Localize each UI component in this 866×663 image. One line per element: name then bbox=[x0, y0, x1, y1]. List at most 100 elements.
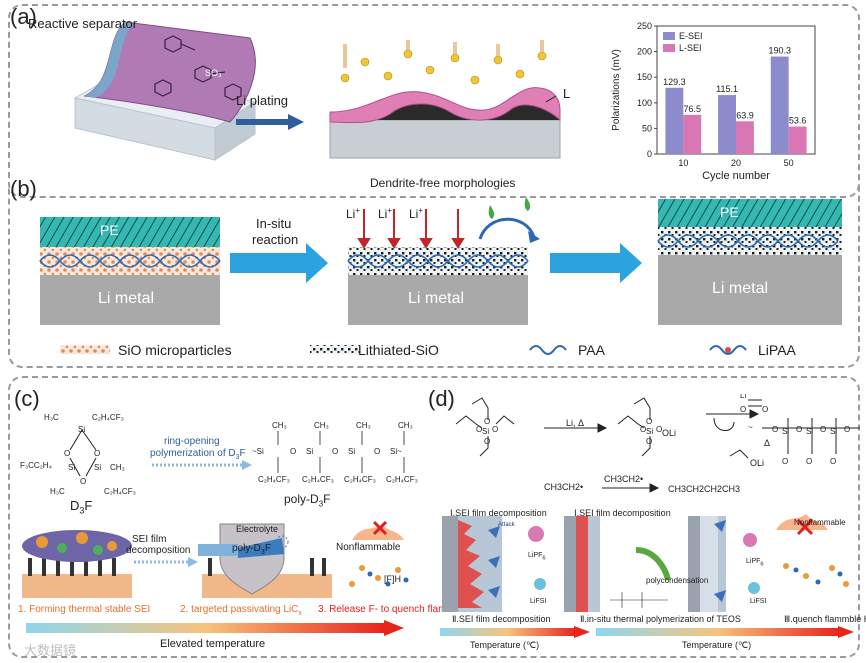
li-metal-label-middle: Li metal bbox=[408, 290, 465, 307]
svg-text:Si: Si bbox=[782, 427, 789, 436]
reaction-label: reaction bbox=[252, 232, 299, 247]
ring-opening-label-1: ring-opening bbox=[164, 436, 220, 447]
y-tick-label: 50 bbox=[642, 123, 652, 133]
attack-label: Attack bbox=[498, 522, 515, 528]
separator-illustration: SO₃ bbox=[73, 21, 257, 161]
svg-text:O: O bbox=[782, 457, 788, 466]
legend-swatch bbox=[663, 32, 675, 40]
lifsi-label-2: LiFSI bbox=[750, 598, 767, 605]
pe-label-left: PE bbox=[100, 222, 119, 238]
radical-h-label: [F]H bbox=[384, 574, 401, 584]
lithiated-layer-middle bbox=[348, 247, 528, 275]
svg-text:Si: Si bbox=[78, 425, 85, 434]
bar bbox=[788, 126, 807, 154]
panel-d-illustration bbox=[442, 514, 849, 612]
bar-value-label: 115.1 bbox=[716, 84, 738, 94]
ring-opening-arrow bbox=[152, 460, 252, 470]
li-metal-middle bbox=[348, 275, 528, 325]
svg-text:O: O bbox=[796, 425, 802, 434]
li-metal-label-left: Li metal bbox=[98, 290, 155, 307]
li-plating-arrow bbox=[236, 114, 304, 130]
step-1-label: 1. Forming thermal stable SEI bbox=[18, 604, 151, 615]
sio-layer-left bbox=[40, 247, 220, 275]
butane-label: CH3CH2CH2CH3 bbox=[668, 484, 741, 494]
panel-b-schematic bbox=[39, 197, 842, 325]
legend-paa: PAA bbox=[578, 342, 605, 358]
elevated-temperature-label: Elevated temperature bbox=[160, 638, 266, 650]
y-tick-label: 200 bbox=[637, 47, 652, 57]
panel-a-label: (a) bbox=[10, 4, 37, 29]
y-tick-label: 150 bbox=[637, 72, 652, 82]
temperature-label-1: Temperature (℃) bbox=[470, 640, 540, 650]
ethyl-radical-left: CH3CH2• bbox=[544, 482, 584, 492]
bar bbox=[736, 121, 754, 154]
svg-text:CH₃: CH₃ bbox=[110, 463, 125, 472]
svg-text:O: O bbox=[484, 437, 490, 446]
svg-text:Si: Si bbox=[68, 463, 75, 472]
svg-text:O: O bbox=[290, 447, 296, 456]
ring-opening-label-2: polymerization of D3F bbox=[150, 448, 246, 461]
bar-value-label: 53.6 bbox=[789, 116, 807, 126]
polycondensation-label: polycondensation bbox=[646, 576, 709, 585]
svg-text:O: O bbox=[332, 447, 338, 456]
panel-d-label: (d) bbox=[428, 386, 455, 411]
poly-d3f-shield-label: poly-D3F bbox=[232, 543, 271, 556]
so3-label: SO₃ bbox=[205, 68, 222, 78]
svg-text:O: O bbox=[740, 405, 746, 414]
lipf6-label-2: LiPF6 bbox=[746, 558, 764, 568]
svg-text:~: ~ bbox=[748, 423, 753, 432]
svg-text:C₂H₄CF₃: C₂H₄CF₃ bbox=[258, 475, 290, 484]
svg-text:O: O bbox=[64, 449, 70, 458]
svg-text:O: O bbox=[656, 425, 662, 434]
svg-text:O: O bbox=[830, 457, 836, 466]
svg-text:Si: Si bbox=[306, 447, 313, 456]
svg-text:O: O bbox=[646, 437, 652, 446]
y-axis-label: Polarizations (mV) bbox=[611, 49, 622, 131]
bar-value-label: 129.3 bbox=[663, 77, 686, 87]
panel-b-legend-swatches bbox=[60, 345, 747, 355]
step-ii-label-2: Ⅱ.in-situ thermal polymerization of TEOS bbox=[580, 614, 741, 624]
li-ion-label-3: Li+ bbox=[409, 206, 424, 221]
svg-text:CH₃: CH₃ bbox=[398, 421, 413, 430]
polarization-bar-chart: 050100150200250129.376.510115.163.920190… bbox=[611, 21, 816, 182]
panel-c-illustration bbox=[22, 520, 409, 598]
layer-label: L bbox=[563, 86, 571, 101]
svg-text:O: O bbox=[80, 477, 86, 486]
li-metal-left bbox=[40, 275, 220, 325]
svg-text:Si: Si bbox=[482, 427, 489, 436]
y-tick-label: 100 bbox=[637, 98, 652, 108]
svg-text:Si: Si bbox=[94, 463, 101, 472]
pe-layer-right bbox=[658, 199, 842, 227]
lipf6-label-1: LiPF6 bbox=[528, 552, 546, 562]
bar bbox=[718, 95, 736, 154]
svg-text:~Si: ~Si bbox=[252, 447, 264, 456]
svg-text:O: O bbox=[94, 449, 100, 458]
panel-cd bbox=[8, 376, 860, 658]
li-ion-label-2: Li+ bbox=[378, 206, 393, 221]
svg-text:CH₃: CH₃ bbox=[272, 421, 287, 430]
lifsi-label-1: LiFSI bbox=[530, 598, 547, 605]
svg-text:O: O bbox=[374, 447, 380, 456]
step-3-label: 3. Release F- to quench flame bbox=[318, 604, 452, 615]
step-ii-label-1: Ⅱ.SEI film decomposition bbox=[452, 614, 551, 624]
bar bbox=[770, 56, 789, 154]
svg-text:Li: Li bbox=[740, 394, 746, 400]
legend-swatch bbox=[663, 44, 675, 52]
legend-label: L-SEI bbox=[679, 43, 702, 53]
svg-text:O: O bbox=[646, 417, 652, 426]
svg-text:F₃CC₂H₄: F₃CC₂H₄ bbox=[20, 461, 52, 470]
panel-c-label: (c) bbox=[14, 386, 40, 411]
svg-text:O: O bbox=[476, 425, 482, 434]
step-i-label-2: Ⅰ.SEI film decomposition bbox=[574, 508, 671, 518]
legend-lipaa: LiPAA bbox=[758, 342, 796, 358]
ethyl-radical-mid: CH3CH2• bbox=[604, 474, 644, 484]
svg-text:Si: Si bbox=[830, 427, 837, 436]
svg-text:O: O bbox=[806, 457, 812, 466]
nonflammable-label-d: Nonflammable bbox=[794, 518, 846, 527]
svg-text:Si~: Si~ bbox=[390, 447, 402, 456]
watermark: 大数据镜 bbox=[24, 643, 77, 658]
sei-decomp-label-1: SEI film bbox=[132, 534, 167, 545]
li-metal-label-right: Li metal bbox=[712, 280, 769, 297]
